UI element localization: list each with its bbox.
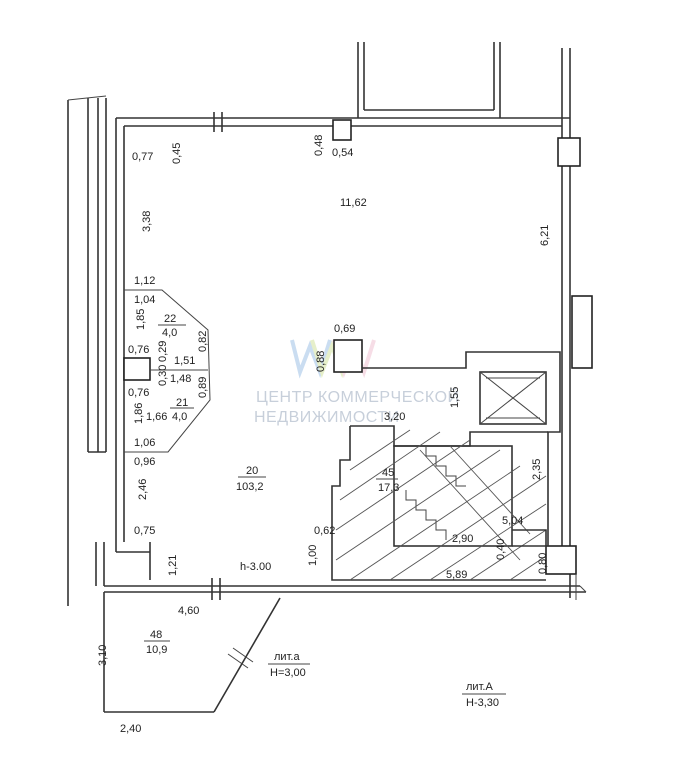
columns bbox=[123, 119, 593, 575]
dim-069: 0,69 bbox=[334, 323, 355, 335]
porch-48 bbox=[103, 592, 281, 713]
room-45-number: 45 bbox=[382, 467, 394, 479]
main-ceiling-height: h-3.00 bbox=[240, 561, 271, 573]
dim-240: 2,40 bbox=[120, 723, 141, 735]
dim-082: 0,82 bbox=[197, 331, 209, 352]
dim-100: 1,00 bbox=[307, 545, 319, 566]
dim-080: 0,80 bbox=[537, 553, 549, 574]
dim-096: 0,96 bbox=[134, 456, 155, 468]
dim-045: 0,45 bbox=[171, 143, 183, 164]
dim-148: 1,48 bbox=[170, 373, 191, 385]
dim-338: 3,38 bbox=[141, 211, 153, 232]
dim-290: 2,90 bbox=[452, 533, 473, 545]
left-exterior-wall bbox=[67, 95, 125, 552]
dim-621: 6,21 bbox=[539, 225, 551, 246]
room-21-number: 21 bbox=[176, 397, 188, 409]
dim-029: 0,29 bbox=[157, 341, 169, 362]
column-center bbox=[333, 339, 363, 373]
dim-186: 1,86 bbox=[133, 403, 145, 424]
dim-112: 1,12 bbox=[134, 275, 155, 287]
dim-185: 1,85 bbox=[135, 309, 147, 330]
column-left bbox=[123, 357, 151, 381]
dim-504: 5,04 bbox=[502, 515, 523, 527]
top-wall bbox=[116, 42, 571, 132]
dim-030: 0,30 bbox=[157, 365, 169, 386]
dim-106: 1,06 bbox=[134, 437, 155, 449]
watermark: ЦЕНТР КОММЕРЧЕСКОЙ НЕДВИЖИМОСТИ bbox=[254, 339, 460, 426]
dim-320: 3,20 bbox=[384, 411, 405, 423]
dim-155: 1,55 bbox=[449, 387, 461, 408]
dim-077: 0,77 bbox=[132, 151, 153, 163]
bottom-wall bbox=[67, 542, 587, 606]
dim-121: 1,21 bbox=[167, 555, 179, 576]
column-right-top bbox=[557, 137, 581, 167]
dimension-labels: 0,77 0,45 0,48 0,54 3,38 11,62 6,21 1,12… bbox=[97, 135, 551, 735]
column-top bbox=[332, 119, 352, 141]
dim-460: 4,60 bbox=[178, 605, 199, 617]
room-45-area: 17,3 bbox=[378, 482, 399, 494]
stair-core bbox=[331, 351, 561, 581]
dim-040: 0,40 bbox=[495, 539, 507, 560]
room-48-number: 48 bbox=[150, 629, 162, 641]
watermark-line-1: ЦЕНТР КОММЕРЧЕСКОЙ bbox=[256, 387, 460, 406]
lit-A-label: лит.А bbox=[466, 681, 493, 693]
column-bottom-right bbox=[545, 545, 577, 575]
stair-flights bbox=[393, 445, 513, 547]
elevator-shaft bbox=[479, 371, 547, 425]
room-20-area: 103,2 bbox=[236, 481, 264, 493]
dim-235: 2,35 bbox=[531, 459, 543, 480]
column-right-mid bbox=[571, 295, 593, 369]
stair-hatching bbox=[335, 429, 547, 581]
lit-a-label: лит.а bbox=[274, 651, 300, 663]
dim-054: 0,54 bbox=[332, 147, 353, 159]
dim-062: 0,62 bbox=[314, 525, 335, 537]
watermark-line-2: НЕДВИЖИМОСТИ bbox=[254, 409, 400, 426]
dim-310: 3,10 bbox=[97, 645, 109, 666]
dim-076b: 0,76 bbox=[128, 387, 149, 399]
dim-075: 0,75 bbox=[134, 525, 155, 537]
dim-048: 0,48 bbox=[313, 135, 325, 156]
room-22-number: 22 bbox=[164, 313, 176, 325]
lit-a-height: Н=3,00 bbox=[270, 667, 306, 679]
dim-088: 0,88 bbox=[315, 351, 327, 372]
dim-076a: 0,76 bbox=[128, 344, 149, 356]
dim-151: 1,51 bbox=[174, 355, 195, 367]
dim-1162: 11,62 bbox=[340, 197, 367, 209]
dim-589: 5,89 bbox=[446, 569, 467, 581]
room-21-area: 4,0 bbox=[172, 411, 187, 423]
dim-166: 1,66 bbox=[146, 411, 167, 423]
room-20-number: 20 bbox=[246, 465, 258, 477]
room-22-area: 4,0 bbox=[162, 327, 177, 339]
lit-A-height: Н-3,30 bbox=[466, 697, 499, 709]
partition-rooms-21-22 bbox=[124, 289, 211, 453]
dim-089: 0,89 bbox=[197, 377, 209, 398]
dim-104: 1,04 bbox=[134, 294, 155, 306]
dim-246: 2,46 bbox=[137, 479, 149, 500]
room-48-area: 10,9 bbox=[146, 644, 167, 656]
